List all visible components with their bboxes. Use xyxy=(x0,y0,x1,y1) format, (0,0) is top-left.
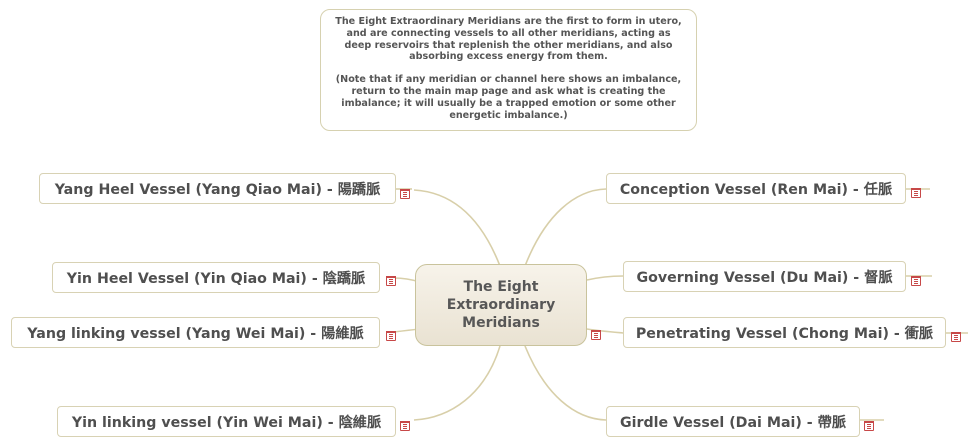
topic-penetrating-vessel[interactable]: Penetrating Vessel (Chong Mai) - 衝脈 xyxy=(623,317,946,348)
note-icon[interactable] xyxy=(400,421,410,431)
note-icon[interactable] xyxy=(386,276,396,286)
note-icon[interactable] xyxy=(400,189,410,199)
central-topic[interactable]: The Eight Extraordinary Meridians xyxy=(415,264,587,346)
note-icon[interactable] xyxy=(911,276,921,286)
connector-conception xyxy=(524,188,607,267)
topic-yang-linking-vessel[interactable]: Yang linking vessel (Yang Wei Mai) - 陽維脈 xyxy=(11,317,380,348)
topic-yin-heel-vessel[interactable]: Yin Heel Vessel (Yin Qiao Mai) - 陰蹻脈 xyxy=(52,262,380,293)
topic-yang-heel-vessel[interactable]: Yang Heel Vessel (Yang Qiao Mai) - 陽蹻脈 xyxy=(39,173,396,204)
note-icon[interactable] xyxy=(911,188,921,198)
note-icon[interactable] xyxy=(864,421,874,431)
topic-governing-vessel[interactable]: Governing Vessel (Du Mai) - 督脈 xyxy=(623,261,906,292)
connector-yin-linking xyxy=(413,345,501,421)
note-paragraph-2: (Note that if any meridian or channel he… xyxy=(335,74,682,121)
description-note: The Eight Extraordinary Meridians are th… xyxy=(320,9,697,131)
note-paragraph-1: The Eight Extraordinary Meridians are th… xyxy=(335,16,682,63)
note-icon[interactable] xyxy=(386,331,396,341)
topic-conception-vessel[interactable]: Conception Vessel (Ren Mai) - 任脈 xyxy=(606,173,906,204)
connector-governing xyxy=(586,275,624,281)
note-icon[interactable] xyxy=(951,332,961,342)
connector-penetrating xyxy=(586,328,624,334)
topic-yin-linking-vessel[interactable]: Yin linking vessel (Yin Wei Mai) - 陰維脈 xyxy=(57,406,396,437)
note-icon[interactable] xyxy=(591,330,601,340)
topic-girdle-vessel[interactable]: Girdle Vessel (Dai Mai) - 帶脈 xyxy=(606,406,860,437)
connector-yang-heel xyxy=(413,189,501,267)
connector-girdle xyxy=(524,345,607,421)
